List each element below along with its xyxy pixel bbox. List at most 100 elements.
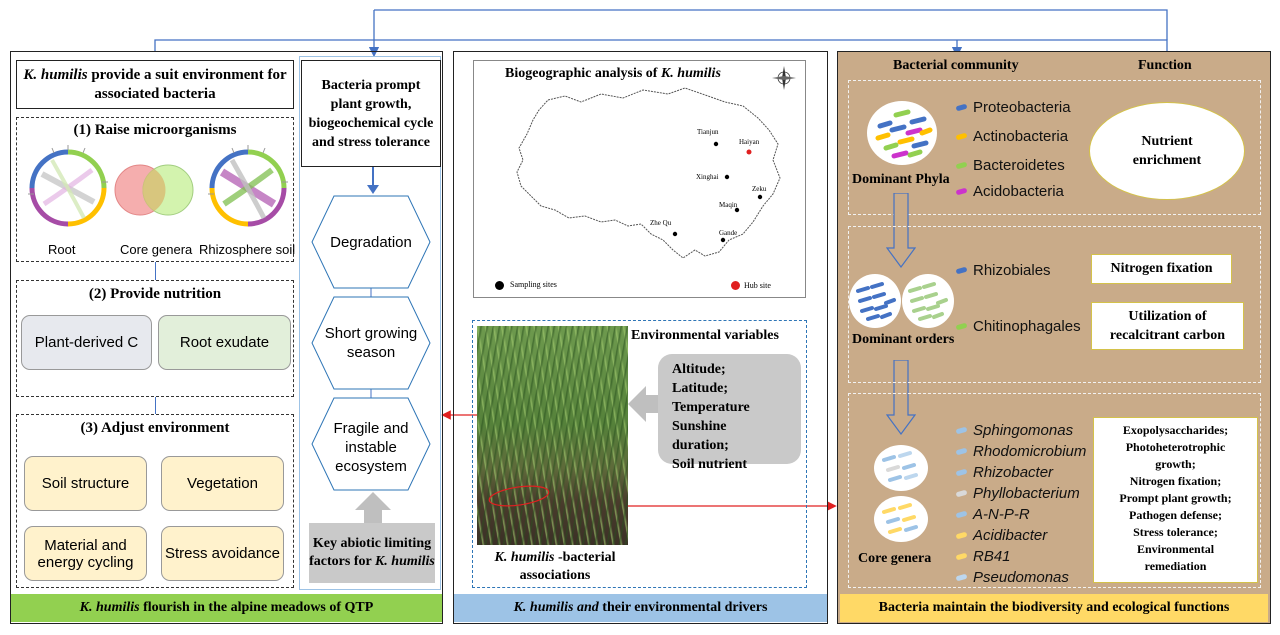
genera-functions-box: Exopolysaccharides; Photoheterotrophic g… [1093, 417, 1258, 583]
legend-hub-dot [731, 281, 740, 290]
hexagon-label-degradation: Degradation [330, 233, 412, 251]
phyla-item: Acidobacteria [955, 181, 1071, 202]
middle-footer: K. humilis and their environmental drive… [454, 594, 827, 622]
genus-item: Rhodomicrobium [955, 441, 1087, 462]
env-variables-box: Altitude; Latitude; Temperature Sunshine… [658, 354, 801, 472]
section1-title: (1) Raise microorganisms [73, 122, 237, 138]
col-function: Function [1138, 58, 1192, 73]
env-frame [472, 320, 807, 588]
hexagon-label-fragile: Fragile and instable ecosystem [333, 419, 409, 475]
key-factors-box: Key abiotic limiting factors for K. humi… [309, 523, 435, 583]
order-name: Chitinophagales [973, 318, 1081, 335]
genera-section [848, 393, 1261, 588]
phyla-item: Proteobacteria [955, 97, 1071, 118]
photo-caption-species: K. humilis [494, 550, 555, 565]
photo-caption: K. humilis -bacterial associations [474, 549, 636, 585]
connector-s2-s3 [155, 397, 156, 414]
genus-name: Rhodomicrobium [973, 443, 1087, 460]
col-bacterial-community: Bacterial community [893, 58, 1019, 73]
phyla-name: Actinobacteria [973, 128, 1069, 145]
swatch-anpr [955, 510, 968, 519]
orders-cluster-icon [849, 274, 954, 328]
top-connector [154, 39, 1168, 52]
hexagon-stack [311, 195, 431, 491]
grass-photo [477, 326, 628, 545]
swatch-rb41 [955, 552, 968, 561]
chord-diagrams [28, 145, 288, 227]
genus-name: Acidibacter [973, 527, 1048, 544]
section-provide-nutrition [16, 280, 294, 397]
genera-legend: Sphingomonas Rhodomicrobium Rhizobacter … [955, 420, 1087, 588]
phyla-item: Bacteroidetes [955, 155, 1071, 176]
env-altitude: Altitude; [672, 362, 726, 377]
map-title-text: Biogeographic analysis of [505, 66, 658, 81]
left-footer-text: flourish in the alpine meadows of QTP [143, 600, 374, 615]
phyla-name: Bacteroidetes [973, 157, 1065, 174]
section-raise-microorganisms [16, 117, 294, 262]
box-material-energy-cycling: Material and energy cycling [24, 526, 147, 581]
genus-name: Phyllobacterium [973, 485, 1080, 502]
swatch-bacteroidetes [955, 161, 968, 170]
site-maqin: Maqin [719, 201, 738, 209]
genera-cluster-icon [874, 445, 928, 542]
nutrient-enrichment-ellipse: Nutrient enrichment [1089, 102, 1245, 200]
compass-icon [772, 66, 796, 90]
phyla-item: Actinobacteria [955, 126, 1071, 147]
phyla-section [848, 80, 1261, 215]
label-core-genera: Core genera [120, 242, 193, 257]
arrow-phyla-to-orders [886, 193, 916, 268]
site-zeku: Zeku [752, 185, 767, 193]
orders-section [848, 226, 1261, 383]
arrow-down-to-hexagons [367, 167, 379, 194]
hexagon-degradation [311, 195, 431, 289]
middle-panel [453, 51, 828, 624]
genus-item: A-N-P-R [955, 504, 1086, 525]
function-recalcitrant-carbon: Utilization of recalcitrant carbon [1091, 302, 1244, 350]
legend-sampling-label: Sampling sites [510, 280, 557, 289]
order-rhizobiales: Rhizobiales [955, 260, 1051, 281]
legend-sampling-dot [495, 281, 504, 290]
swatch-sphingomonas [955, 426, 968, 435]
left-header-species: K. humilis [23, 66, 88, 83]
photo-caption-text: -bacterial associations [519, 550, 616, 583]
swatch-chitinophagales [955, 322, 968, 331]
genus-item: Pseudomonas [955, 567, 1086, 588]
box-stress-avoidance: Stress avoidance [161, 526, 284, 581]
left-arrow-env [628, 386, 662, 422]
env-sunshine: Sunshine duration; [672, 419, 729, 453]
swatch-phyllobacterium [955, 489, 968, 498]
swatch-proteobacteria [955, 103, 968, 112]
env-soil-nutrient: Soil nutrient [672, 457, 748, 472]
up-arrow-key-factors [355, 492, 391, 524]
func-environmental-remediation: Environmental remediation [1136, 542, 1215, 573]
left-footer: K. humilis flourish in the alpine meadow… [11, 594, 442, 622]
env-variables-title: Environmental variables [631, 328, 779, 343]
genus-item: Rhizobacter [955, 462, 1086, 483]
middle-left-column [299, 56, 441, 590]
label-rhizosphere-soil: Rhizosphere soil [199, 242, 296, 257]
swatch-rhizobacter [955, 468, 968, 477]
hexagon-short-growing-season [311, 296, 431, 390]
func-exopolysaccharides: Exopolysaccharides; [1122, 423, 1229, 437]
genus-name: A-N-P-R [973, 506, 1030, 523]
hexagon-label-short-season: Short growing season [324, 325, 418, 361]
func-prompt-plant-growth: Prompt plant growth; [1119, 491, 1232, 505]
phyla-name: Proteobacteria [973, 99, 1071, 116]
function-nitrogen-fixation: Nitrogen fixation [1091, 254, 1232, 284]
genus-name: Rhizobacter [973, 464, 1054, 481]
bacteria-prompt-box: Bacteria prompt plant growth, biogeochem… [301, 60, 441, 167]
core-genera-venn [114, 164, 194, 216]
root-chord-diagram [28, 145, 108, 227]
func-photoheterotrophic: Photoheterotrophic growth; [1125, 440, 1226, 471]
dominant-orders-label: Dominant orders [852, 332, 955, 347]
photo-highlight [488, 485, 550, 507]
genus-item: Sphingomonas [955, 420, 1086, 441]
key-factors-text: Key abiotic limiting factors for [309, 536, 432, 569]
site-haiyan: Haiyan [739, 138, 760, 146]
middle-footer-species: K. humilis and [513, 600, 599, 615]
env-latitude: Latitude; [672, 381, 728, 396]
label-root: Root [48, 242, 76, 257]
genus-item: Acidibacter [955, 525, 1086, 546]
func-nitrogen-fixation: Nitrogen fixation; [1129, 474, 1222, 488]
section3-title: (3) Adjust environment [80, 420, 230, 436]
